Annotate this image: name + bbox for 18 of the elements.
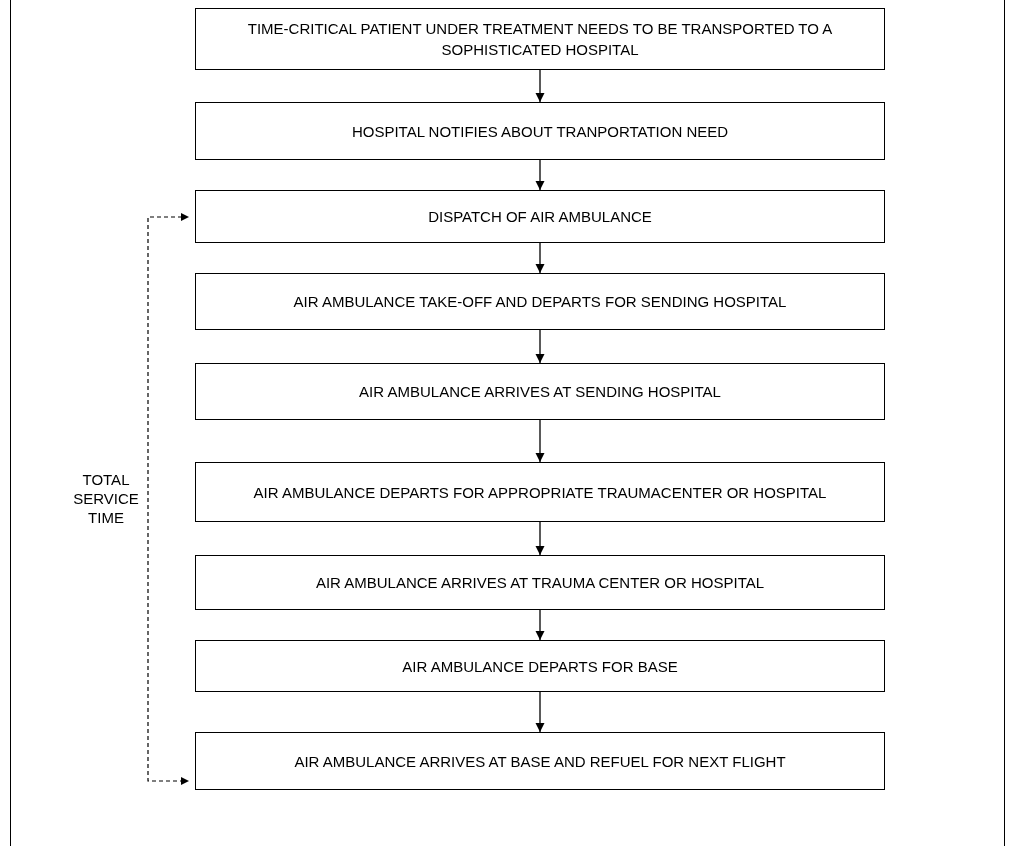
process-box: AIR AMBULANCE DEPARTS FOR APPROPRIATE TRAUMACENTER OR HOSPITAL <box>195 462 885 522</box>
process-box: AIR AMBULANCE TAKE-OFF AND DEPARTS FOR SENDING HOSPITAL <box>195 273 885 330</box>
process-box: HOSPITAL NOTIFIES ABOUT TRANPORTATION NEED <box>195 102 885 160</box>
arrow <box>535 609 545 641</box>
arrow <box>535 521 545 556</box>
arrow <box>535 329 545 364</box>
arrow <box>535 242 545 274</box>
bracket-label: TOTAL SERVICE TIME <box>72 470 140 527</box>
process-box: AIR AMBULANCE ARRIVES AT BASE AND REFUEL FOR NEXT FLIGHT <box>195 732 885 790</box>
arrow <box>535 69 545 103</box>
arrow <box>535 419 545 463</box>
process-box: AIR AMBULANCE ARRIVES AT TRAUMA CENTER OR HOSPITAL <box>195 555 885 610</box>
process-box: AIR AMBULANCE DEPARTS FOR BASE <box>195 640 885 692</box>
arrow <box>535 691 545 733</box>
process-box: TIME-CRITICAL PATIENT UNDER TREATMENT NEEDS TO BE TRANSPORTED TO A SOPHISTICATED HOSPITAL <box>195 8 885 70</box>
arrow <box>535 159 545 191</box>
process-box: AIR AMBULANCE ARRIVES AT SENDING HOSPITAL <box>195 363 885 420</box>
process-box: DISPATCH OF AIR AMBULANCE <box>195 190 885 243</box>
